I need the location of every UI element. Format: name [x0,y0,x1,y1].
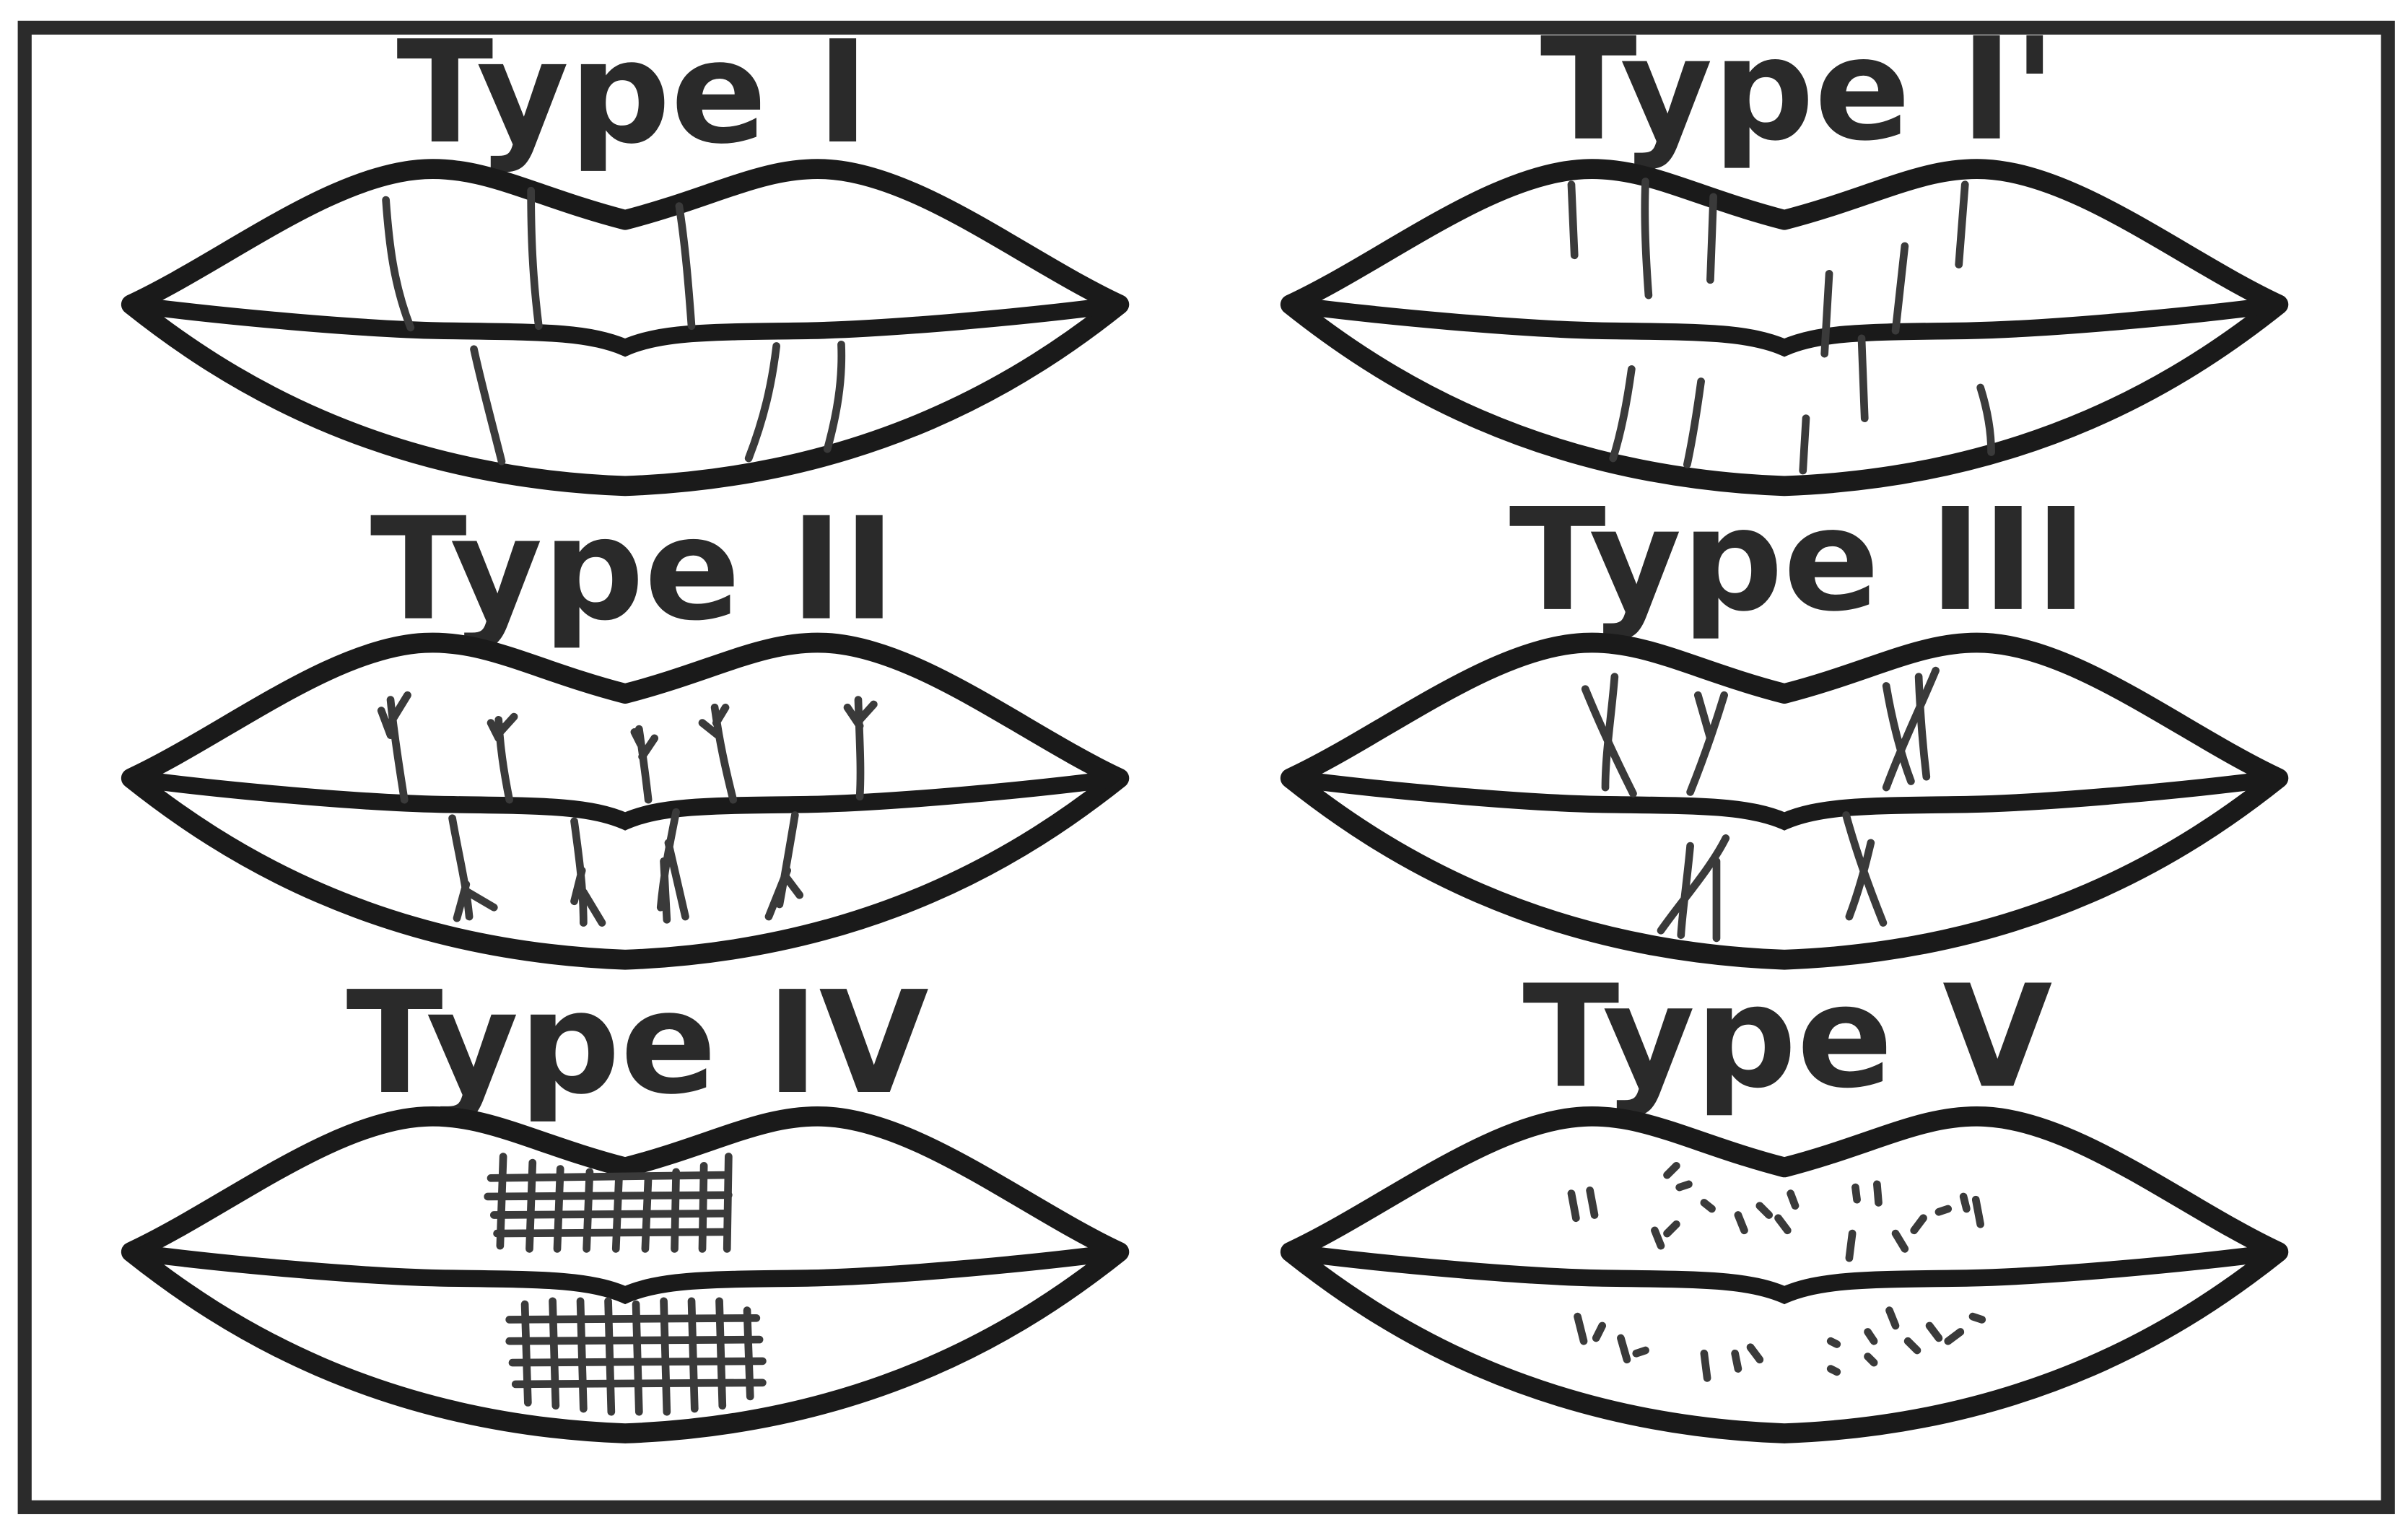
branched-grooves [377,691,878,927]
panel-label: Type II [370,488,896,652]
panel-type-5: Type V [1291,956,2279,1433]
vertical-grooves [382,186,846,466]
panel-label: Type III [1509,479,2088,643]
lip-outline [1291,642,2279,959]
irregular-grooves [1567,1161,1986,1382]
panel-label: Type V [1522,956,2052,1120]
reticular-grooves [484,1153,767,1416]
figure-frame [17,20,2395,1514]
panel-label: Type I [396,11,869,175]
incomplete-vertical-grooves [1567,178,1995,475]
panel-label: Type IV [346,961,929,1126]
intersecting-grooves [1581,666,1940,943]
panel-type-1: Type I [131,11,1120,486]
panel-type-3: Type III [1291,479,2279,960]
lip-outline [131,642,1120,959]
lip-outline [1291,1117,2279,1433]
lip-outline [1291,169,2279,486]
panel-type-2: Type II [131,488,1120,960]
panel-type-1-prime: Type I' [1291,8,2279,486]
lip-outline [131,169,1120,486]
panel-label: Type I' [1540,8,2056,172]
panel-type-4: Type IV [131,961,1120,1433]
